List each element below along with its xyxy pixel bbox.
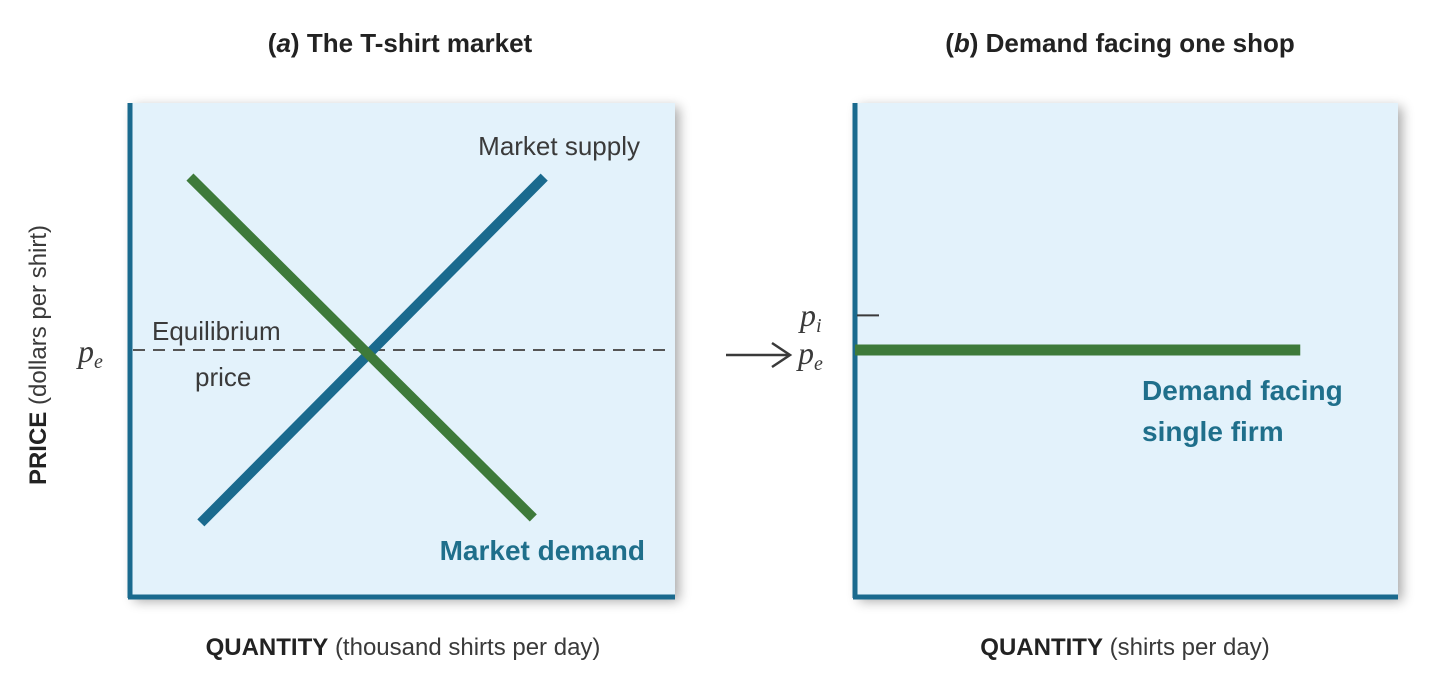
- equilibrium-price-label-line2: price: [195, 362, 251, 392]
- demand-facing-label-line2: single firm: [1142, 416, 1284, 447]
- pe-label-b: pe: [796, 335, 823, 375]
- market-demand-line: [186, 173, 537, 522]
- demand-facing-label-line1: Demand facing: [1142, 375, 1343, 406]
- market-supply-label: Market supply: [478, 131, 640, 161]
- pi-label: pi: [798, 297, 822, 337]
- equilibrium-price-label-line1: Equilibrium: [152, 316, 281, 346]
- market-supply-line: [197, 173, 548, 527]
- panel-b-x-axis-label: QUANTITY (shirts per day): [980, 634, 1269, 661]
- pe-label-a: pe: [76, 333, 103, 373]
- market-demand-label: Market demand: [440, 535, 645, 566]
- y-axis-label: PRICE (dollars per shirt): [25, 225, 52, 485]
- panel-a-x-axis-label: QUANTITY (thousand shirts per day): [206, 634, 601, 661]
- panel-b-title: (b) Demand facing one shop: [945, 28, 1295, 58]
- panel-a-title: (a) The T-shirt market: [268, 28, 533, 58]
- panel-b: (b) Demand facing one shop pi pe Demand …: [796, 28, 1398, 661]
- panel-a: (a) The T-shirt market Market supply Mar…: [25, 28, 675, 661]
- link-arrow: [726, 341, 793, 369]
